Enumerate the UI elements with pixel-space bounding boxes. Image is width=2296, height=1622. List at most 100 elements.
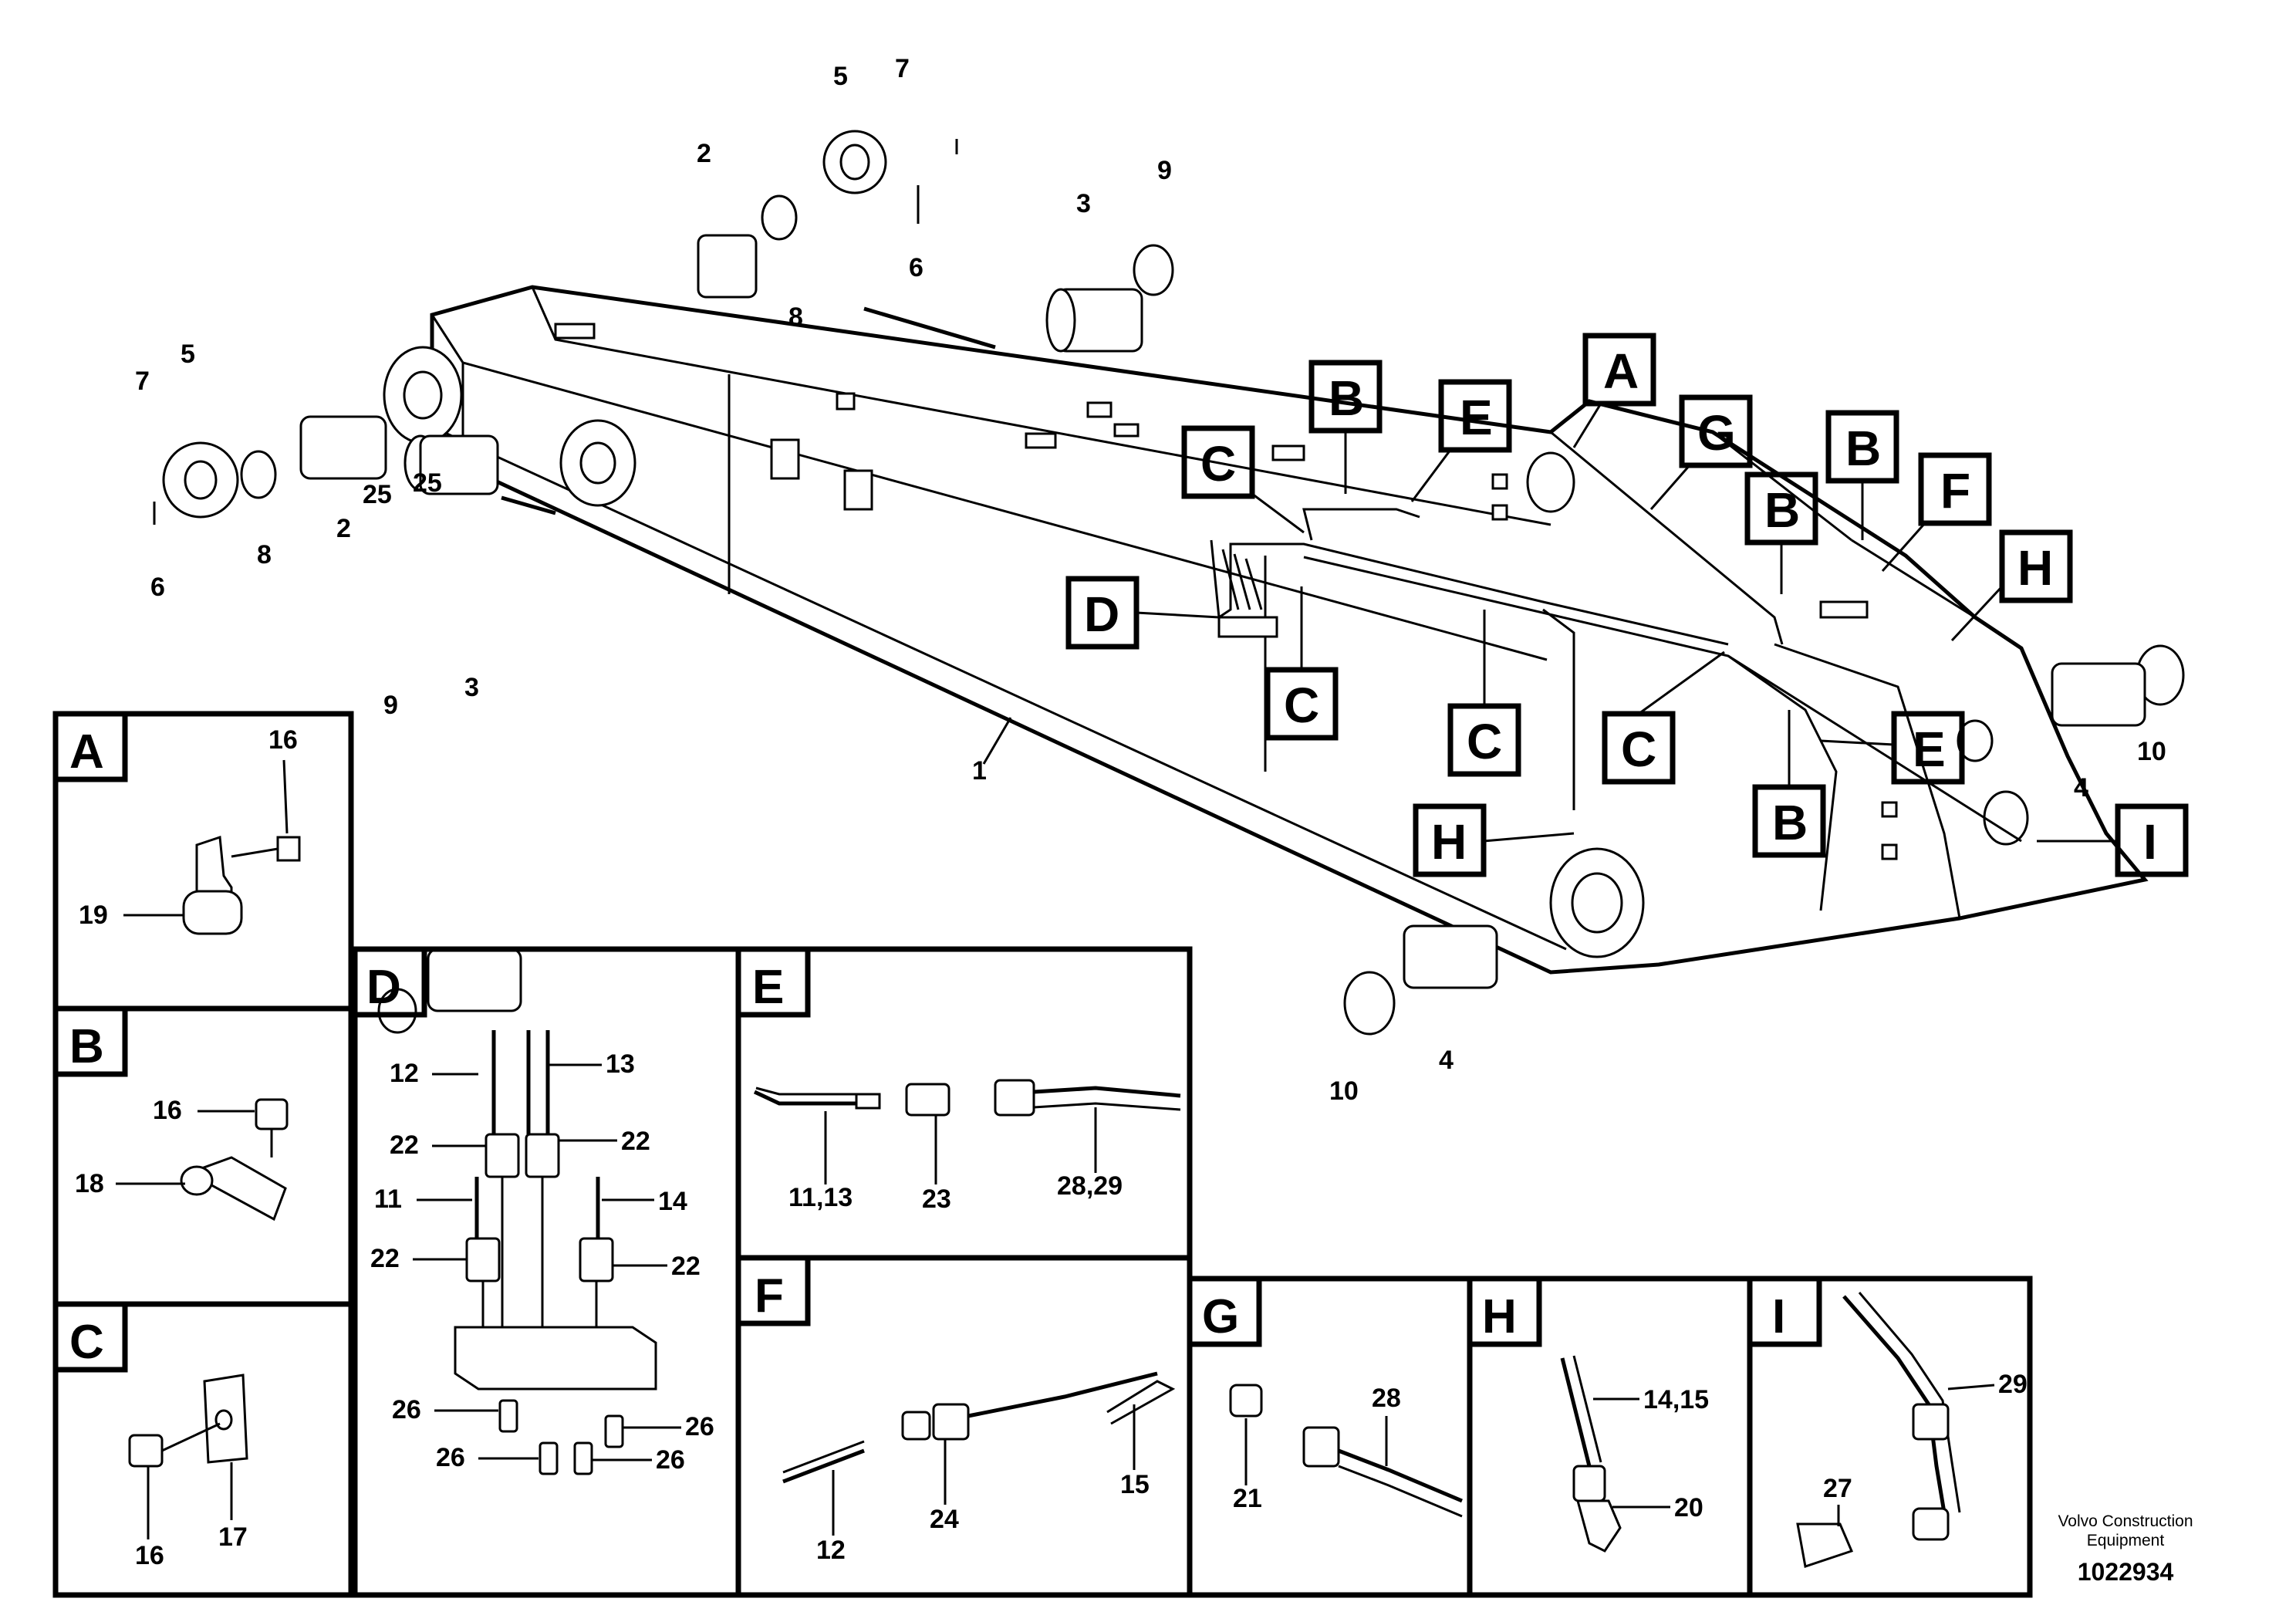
callout-7-left: 7: [135, 367, 150, 396]
svg-text:11: 11: [374, 1184, 402, 1214]
svg-text:B: B: [1764, 482, 1800, 538]
callout-10-bottom: 10: [1329, 1076, 1359, 1106]
svg-text:22: 22: [671, 1252, 701, 1281]
panel-g: G 21 28: [1187, 1276, 1473, 1598]
svg-text:26: 26: [685, 1412, 714, 1441]
panel-e: E 11,13 23 28,29: [735, 946, 1193, 1261]
svg-text:C: C: [1284, 678, 1319, 733]
boom-assembly-drawing: [383, 285, 2149, 975]
marker-i: I: [2037, 803, 2189, 877]
panel-d: D 12 13 22 22 11 14 22 22 26 26 26: [352, 946, 741, 1598]
svg-text:F: F: [755, 1269, 784, 1323]
svg-text:C: C: [1200, 436, 1236, 492]
callout-8-top: 8: [788, 302, 803, 332]
callout-10-right: 10: [2137, 737, 2166, 766]
callout-6-top: 6: [909, 253, 923, 282]
svg-text:19: 19: [79, 901, 108, 930]
marker-h-1: H: [1950, 529, 2073, 642]
svg-text:12: 12: [816, 1536, 846, 1565]
marker-b-3: B: [1744, 471, 1818, 594]
svg-text:22: 22: [370, 1244, 400, 1273]
svg-text:16: 16: [268, 725, 298, 755]
svg-text:H: H: [1482, 1290, 1517, 1343]
svg-text:26: 26: [436, 1443, 465, 1472]
callout-7-top: 7: [895, 54, 910, 83]
company-name: Volvo Construction: [2058, 1512, 2193, 1530]
svg-text:11,13: 11,13: [788, 1183, 853, 1212]
svg-text:G: G: [1202, 1290, 1239, 1343]
svg-text:A: A: [1603, 343, 1639, 399]
svg-text:C: C: [1621, 721, 1656, 777]
marker-h-2: H: [1413, 803, 1575, 877]
panel-a: A 16 19: [52, 711, 354, 1012]
marker-b-1: B: [1308, 360, 1383, 494]
svg-text:28: 28: [1372, 1384, 1401, 1413]
svg-text:D: D: [1084, 586, 1119, 642]
svg-text:17: 17: [218, 1522, 248, 1552]
svg-text:13: 13: [606, 1049, 635, 1079]
marker-c-3: C: [1447, 610, 1521, 777]
drawing-number: 1022934: [2078, 1558, 2174, 1586]
callout-3-left: 3: [464, 673, 479, 702]
marker-c-2: C: [1264, 586, 1339, 741]
svg-text:16: 16: [135, 1541, 164, 1570]
svg-text:14,15: 14,15: [1643, 1385, 1709, 1414]
svg-text:18: 18: [75, 1169, 104, 1198]
svg-text:22: 22: [621, 1127, 650, 1156]
callout-2-left: 2: [336, 514, 351, 543]
svg-text:D: D: [366, 961, 401, 1014]
marker-b-4: B: [1752, 710, 1826, 858]
svg-text:I: I: [1772, 1290, 1785, 1343]
marker-d: D: [1065, 576, 1220, 650]
panel-i: I 27 29: [1747, 1276, 2033, 1598]
svg-text:B: B: [69, 1020, 104, 1073]
marker-g: G: [1649, 394, 1753, 510]
marker-b-2: B: [1825, 410, 1899, 540]
callout-6-left: 6: [150, 573, 165, 602]
svg-text:15: 15: [1120, 1470, 1150, 1499]
svg-text:28,29: 28,29: [1057, 1171, 1123, 1201]
svg-text:27: 27: [1823, 1474, 1852, 1503]
svg-text:26: 26: [656, 1445, 685, 1475]
marker-e-1: E: [1410, 379, 1512, 502]
svg-text:H: H: [2017, 540, 2053, 596]
svg-text:B: B: [1329, 370, 1364, 426]
svg-text:29: 29: [1998, 1370, 2028, 1399]
footer: Volvo Construction Equipment 1022934: [2058, 1512, 2193, 1586]
svg-text:E: E: [752, 961, 784, 1014]
svg-text:B: B: [1845, 421, 1881, 476]
callout-4-right: 4: [2074, 773, 2088, 803]
panel-h: H 14,15 20: [1467, 1276, 1753, 1598]
svg-text:F: F: [1940, 463, 1970, 519]
exploded-bushings: [153, 130, 2185, 1036]
company-name-line-2: Equipment: [2087, 1532, 2165, 1549]
detail-markers: A B E G B C B: [1065, 333, 2189, 877]
svg-text:16: 16: [153, 1096, 182, 1125]
manifold-block: [1217, 616, 1278, 638]
svg-text:12: 12: [390, 1059, 419, 1088]
callout-4-bottom: 4: [1439, 1046, 1454, 1075]
panel-b: B 16 18: [52, 1005, 354, 1307]
panel-f: F 12 24 15: [735, 1255, 1193, 1598]
marker-c-4: C: [1602, 650, 1725, 785]
svg-text:E: E: [1913, 721, 1946, 777]
callout-2-top: 2: [697, 139, 711, 168]
svg-text:22: 22: [390, 1130, 419, 1160]
svg-text:I: I: [2143, 814, 2157, 870]
panel-c: C 16 17: [52, 1301, 354, 1598]
main-callouts: 1 2 2 3 3 4 4 5 5 6 6 7 7 8 8 9 9 10 10 …: [135, 54, 2166, 1106]
callout-25-a: 25: [363, 480, 392, 509]
callout-8-left: 8: [257, 540, 272, 569]
svg-text:E: E: [1460, 390, 1493, 445]
callout-25-b: 25: [413, 468, 442, 498]
svg-text:14: 14: [658, 1187, 687, 1216]
svg-text:C: C: [1467, 714, 1502, 769]
svg-text:A: A: [69, 725, 104, 779]
svg-text:B: B: [1772, 795, 1808, 850]
boom-body: [430, 285, 2149, 975]
marker-a: A: [1572, 333, 1656, 448]
svg-text:26: 26: [392, 1395, 421, 1424]
svg-text:C: C: [69, 1316, 104, 1369]
callout-5-top: 5: [833, 62, 848, 91]
